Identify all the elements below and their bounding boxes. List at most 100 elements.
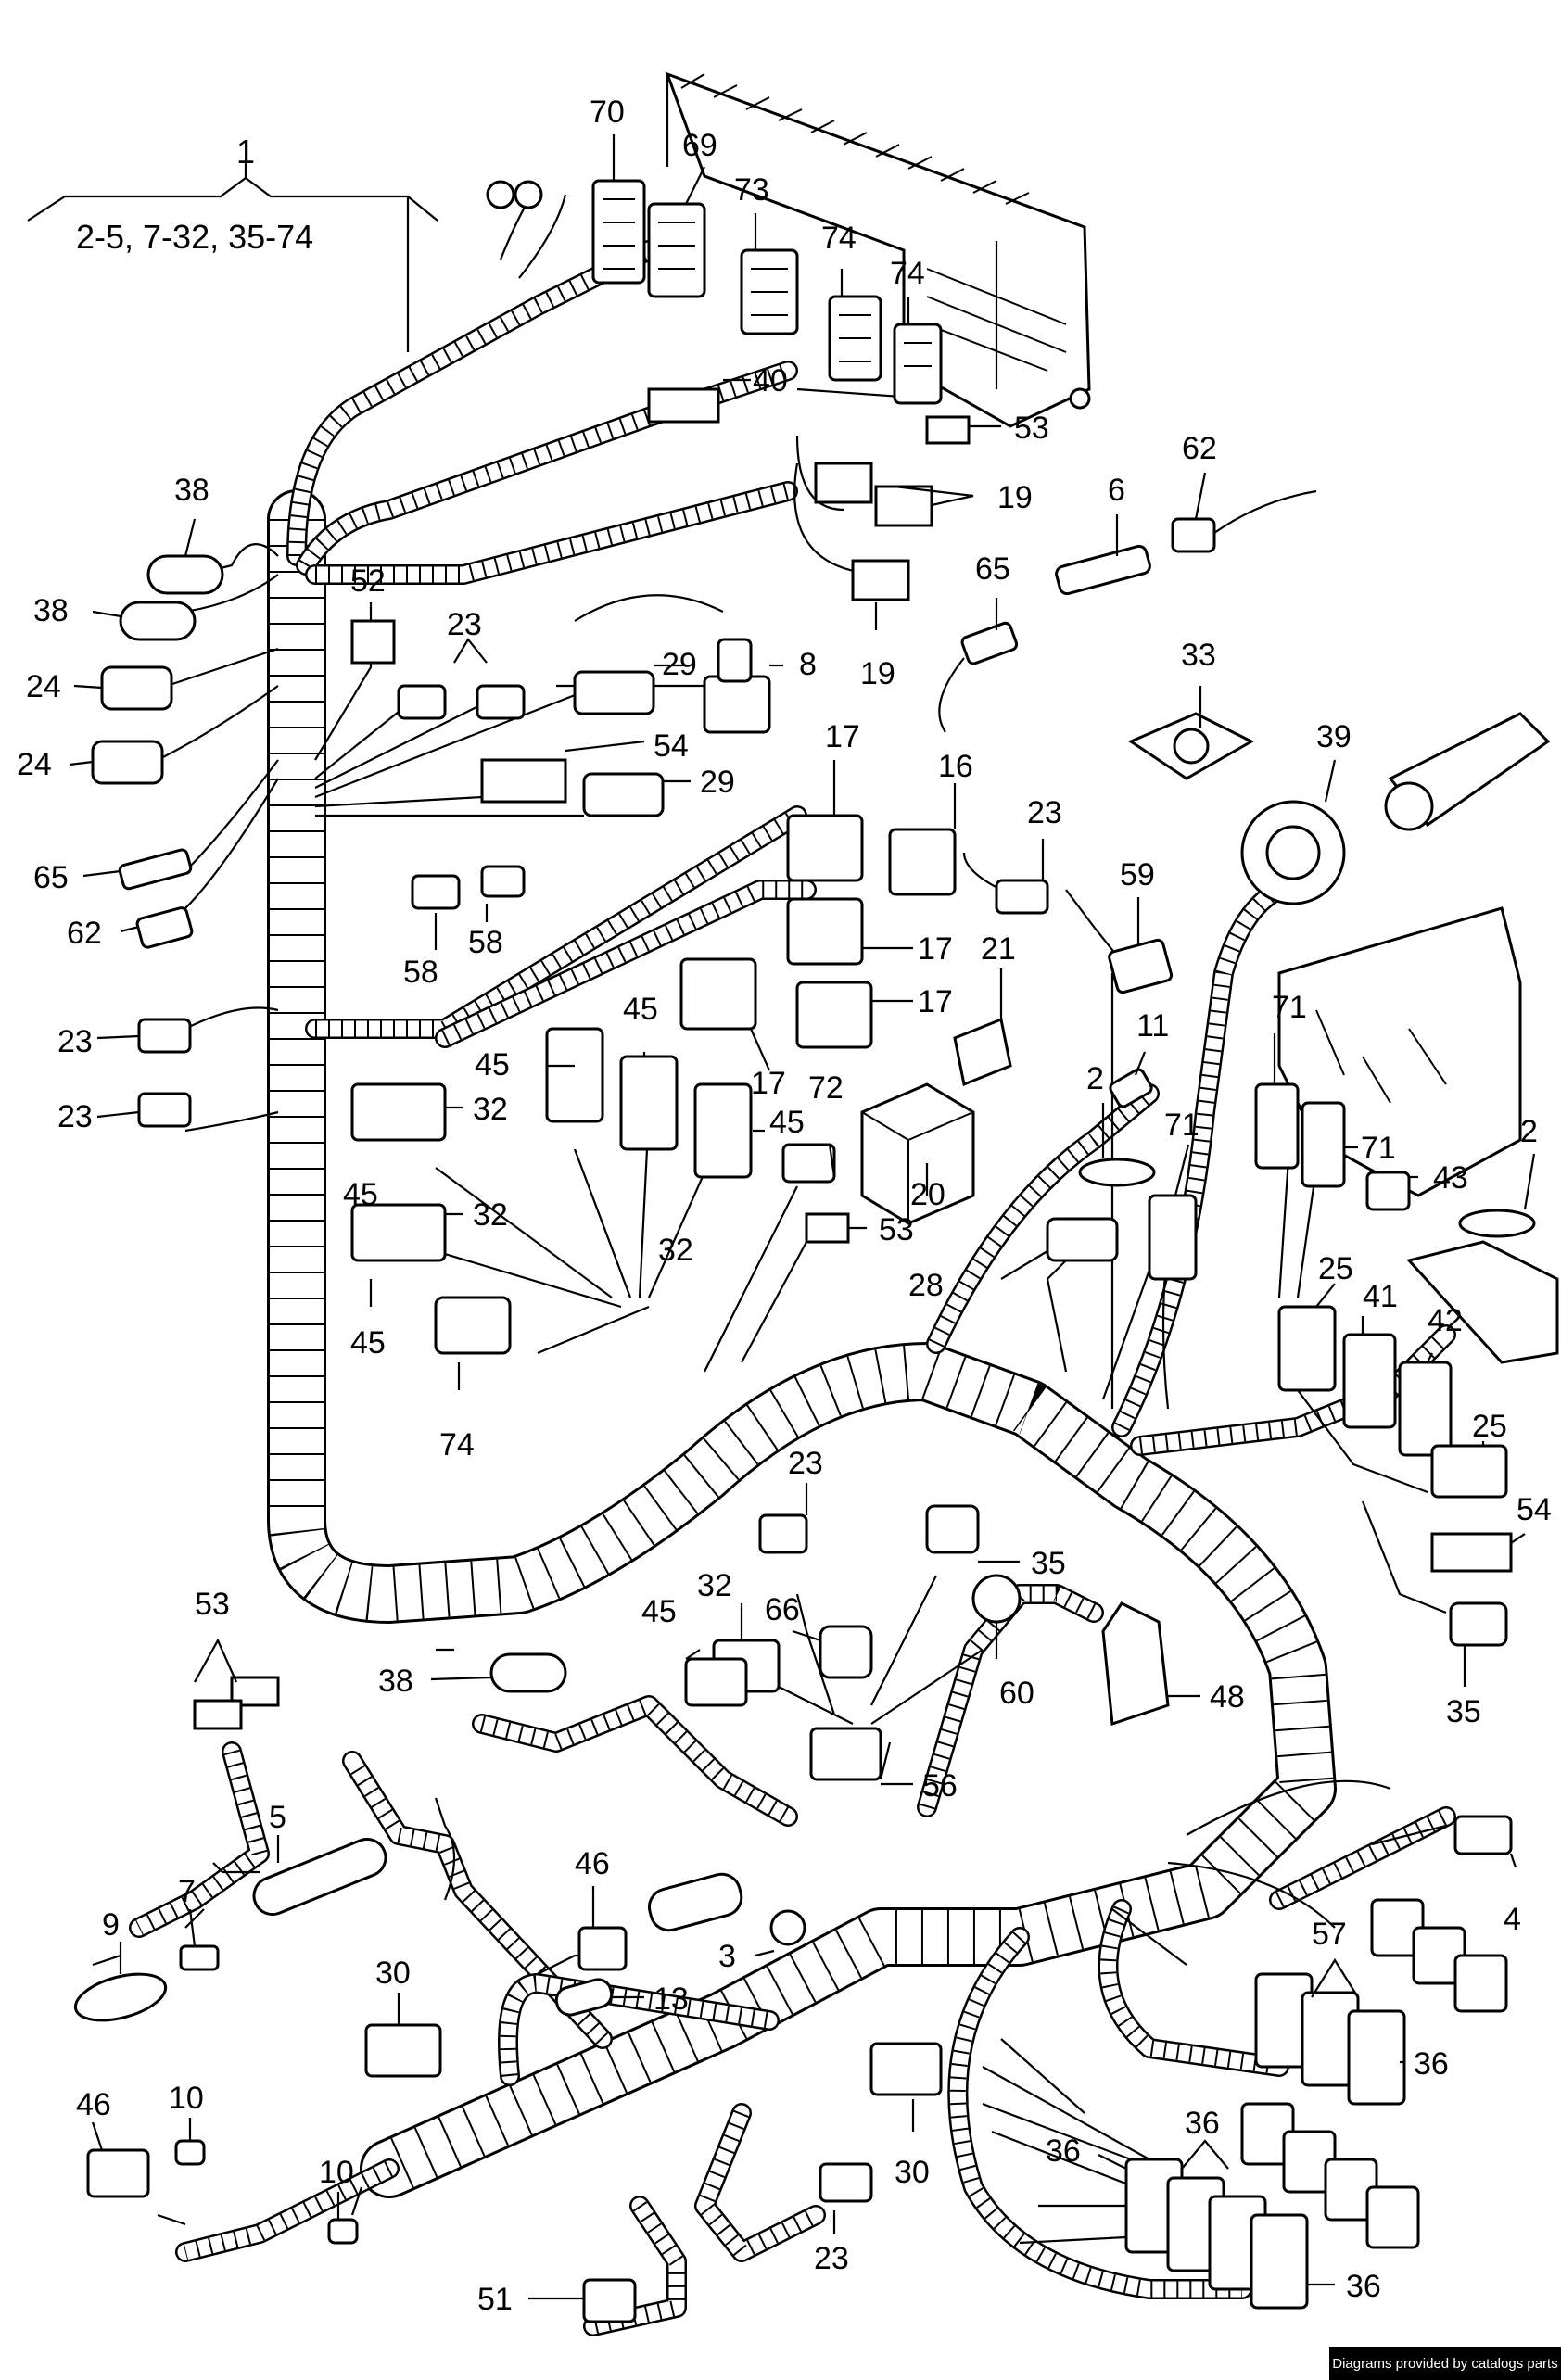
callout-41: 41 — [1363, 1279, 1398, 1314]
connector-30-left — [364, 2023, 442, 2078]
connector-56 — [809, 1727, 882, 1781]
part-9 — [73, 1972, 168, 2022]
callout-20: 20 — [910, 1177, 945, 1212]
connector-53-top — [925, 415, 971, 445]
callout-32: 32 — [697, 1568, 732, 1603]
callout-54: 54 — [1517, 1492, 1552, 1527]
callout-23: 23 — [447, 607, 482, 642]
callout-2: 2 — [1520, 1114, 1538, 1149]
callout-4: 4 — [1504, 1902, 1521, 1937]
callout-2: 2 — [1086, 1061, 1104, 1096]
callout-74: 74 — [439, 1427, 475, 1462]
callout-28: 28 — [908, 1268, 944, 1303]
callout-65: 65 — [975, 551, 1010, 587]
credit-text: Diagrams provided by catalogs parts — [1332, 2355, 1558, 2372]
connector-70 — [591, 179, 646, 285]
part-7 — [179, 1944, 220, 1971]
callout-5: 5 — [269, 1800, 286, 1835]
callout-39: 39 — [1316, 719, 1352, 754]
connector-24-lower — [91, 740, 164, 785]
connector-4 — [1453, 1815, 1513, 1855]
callout-70: 70 — [590, 95, 625, 130]
callout-30: 30 — [895, 2155, 930, 2190]
connectors-19 — [814, 462, 933, 601]
callout-59: 59 — [1120, 857, 1155, 892]
part-5-sleeve — [252, 1837, 387, 1917]
clamp-2-left — [1078, 1158, 1156, 1187]
callout-36: 36 — [1046, 2133, 1081, 2169]
callout-74: 74 — [890, 256, 925, 291]
connector-38-upper — [146, 554, 224, 595]
main-part-number: 1 — [236, 133, 255, 171]
callout-6: 6 — [1108, 473, 1125, 508]
callout-52: 52 — [350, 563, 386, 599]
connector-43 — [1365, 1171, 1411, 1211]
callout-17: 17 — [825, 719, 860, 754]
connector-46-lower — [86, 2148, 150, 2198]
part-6 — [1055, 544, 1151, 596]
callout-71: 71 — [1164, 1108, 1199, 1143]
part-13 — [554, 1978, 614, 2017]
connector-28 — [1046, 1217, 1119, 1262]
callout-23: 23 — [788, 1446, 823, 1481]
callout-17: 17 — [751, 1066, 786, 1101]
connectors-71-right — [1254, 1082, 1346, 1188]
callout-53: 53 — [879, 1212, 914, 1247]
callout-32: 32 — [658, 1233, 693, 1268]
part-60 — [971, 1574, 1022, 1624]
callout-35: 35 — [1031, 1546, 1066, 1581]
callout-38: 38 — [174, 473, 209, 508]
connector-72 — [781, 1143, 836, 1184]
callout-7: 7 — [178, 1874, 196, 1909]
part-62-left — [135, 906, 194, 949]
callout-60: 60 — [999, 1676, 1034, 1711]
connector-45-lower — [684, 1657, 748, 1707]
callout-23: 23 — [1027, 795, 1062, 830]
connector-30-right — [869, 2042, 943, 2096]
connector-71-left — [1148, 1194, 1198, 1281]
part-8 — [703, 638, 771, 734]
callout-53: 53 — [195, 1587, 230, 1622]
callout-19: 19 — [860, 656, 895, 691]
callout-10: 10 — [319, 2155, 354, 2190]
connector-23-left-lower — [137, 1092, 192, 1128]
callout-9: 9 — [102, 1907, 120, 1943]
mid-harness-branches — [129, 805, 1456, 2336]
callout-71: 71 — [1272, 990, 1307, 1025]
callout-25: 25 — [1318, 1251, 1353, 1286]
callout-72: 72 — [808, 1070, 844, 1106]
part-59 — [1108, 938, 1174, 994]
callout-71: 71 — [1361, 1131, 1396, 1166]
callout-48: 48 — [1210, 1679, 1245, 1715]
main-harness-trunk — [267, 489, 1337, 2198]
callout-10: 10 — [169, 2081, 204, 2116]
callout-17: 17 — [918, 931, 953, 967]
callout-45: 45 — [343, 1177, 378, 1212]
connector-35-mid — [925, 1504, 980, 1554]
callout-36: 36 — [1414, 2046, 1449, 2082]
connector-29-upper — [573, 670, 655, 715]
connector-35-right — [1449, 1601, 1508, 1647]
callout-13: 13 — [654, 1981, 689, 2017]
connectors-25-41-42 — [1277, 1305, 1508, 1499]
connectors-23-pair — [397, 684, 526, 720]
callout-32: 32 — [473, 1092, 508, 1127]
callout-45: 45 — [350, 1325, 386, 1361]
connectors-36-bottom — [1124, 2158, 1309, 2310]
connector-69 — [647, 202, 706, 298]
part-10-upper — [174, 2139, 206, 2166]
callout-36: 36 — [1346, 2269, 1381, 2304]
main-part-bracket — [27, 162, 438, 352]
connector-40 — [647, 387, 720, 424]
connector-74-top-right — [893, 323, 943, 405]
connector-24-upper — [100, 665, 173, 711]
callout-29: 29 — [662, 647, 697, 682]
callout-24: 24 — [17, 747, 52, 782]
callout-56: 56 — [922, 1768, 958, 1804]
callout-33: 33 — [1181, 638, 1216, 673]
callout-43: 43 — [1433, 1160, 1468, 1196]
connector-54-right — [1430, 1532, 1513, 1573]
callout-3: 3 — [718, 1939, 736, 1974]
clamp-2-right — [1458, 1209, 1536, 1238]
callout-51: 51 — [477, 2282, 513, 2317]
